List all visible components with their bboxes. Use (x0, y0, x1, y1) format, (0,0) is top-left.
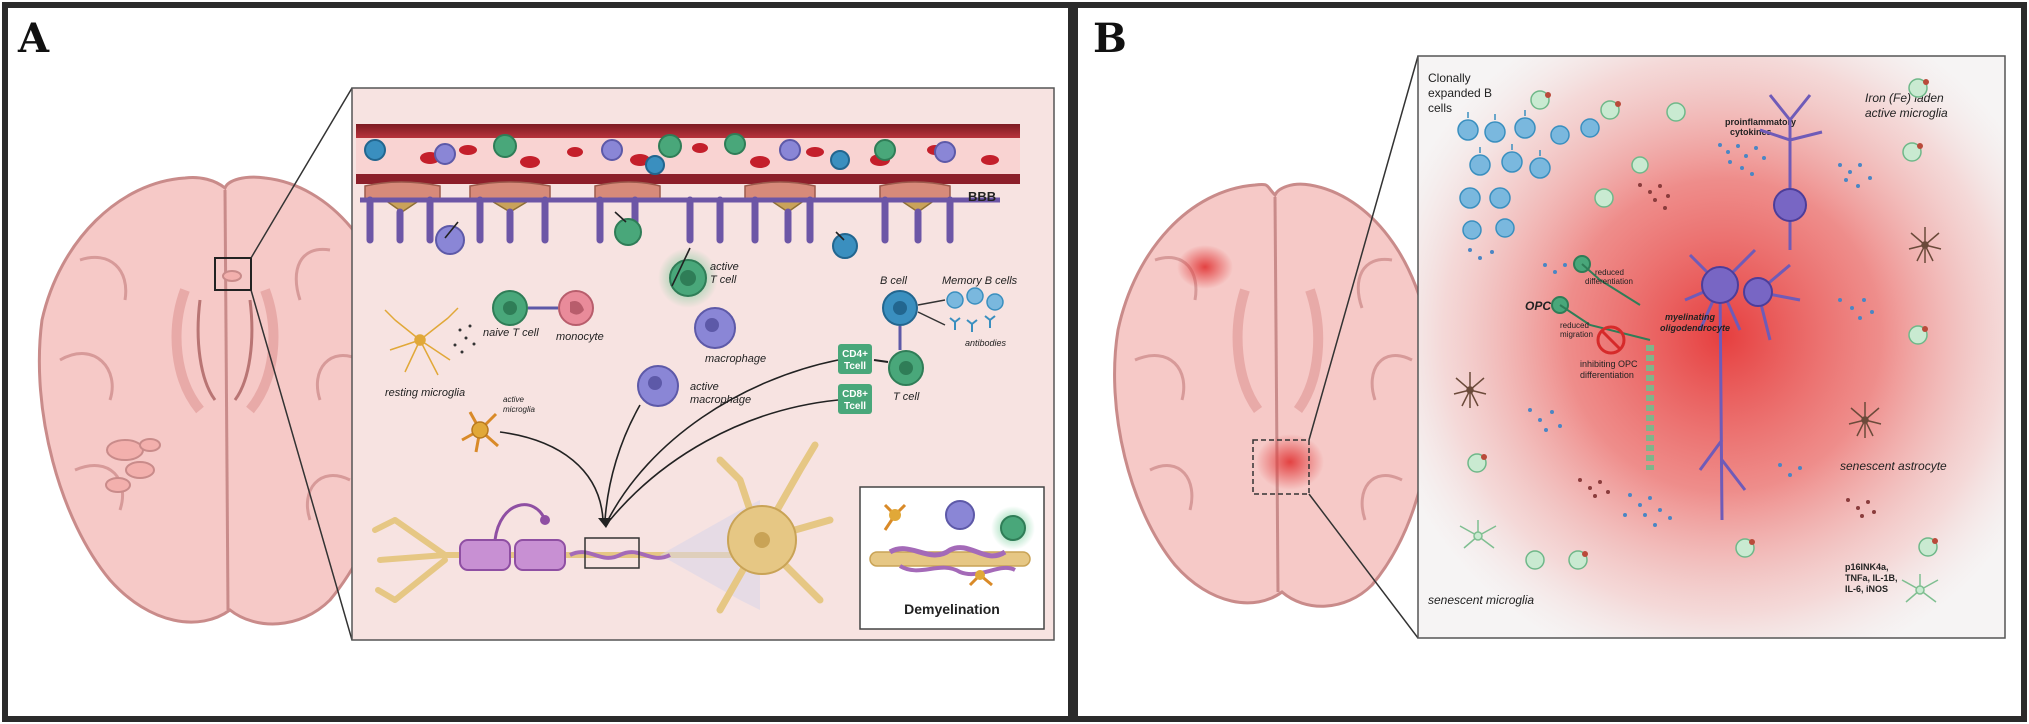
cytokines-label-2: cytokines (1730, 127, 1772, 137)
panel-b-letter: B (1093, 15, 1127, 62)
neuron-cells (1684, 94, 1823, 521)
opc-cells (1551, 255, 1654, 470)
active-microglia (461, 411, 499, 453)
active-macrophage-label: active (690, 381, 719, 393)
zoom-line-a-bottom (250, 289, 353, 641)
senescent-microglia-cells (1459, 520, 1939, 603)
myelinating-label: myelinating (1665, 312, 1716, 322)
senescent-microglia-label: senescent microglia (1428, 593, 1534, 607)
zoom-line-b-top (1308, 55, 1419, 441)
macrophage-label: macrophage (705, 353, 766, 365)
myelinating-label-2: oligodendrocyte (1660, 323, 1730, 333)
reduced-migration-label-2: migration (1560, 330, 1593, 339)
clonal-b-label-2: expanded B (1428, 86, 1492, 100)
cytokines-label: proinflammatory (1725, 117, 1796, 127)
brain-a-illustration (37, 175, 403, 626)
memory-b-cells (946, 287, 1004, 311)
clonal-b-label-3: cells (1428, 101, 1452, 115)
iron-microglia-label-2: active microglia (1865, 106, 1948, 120)
lesion-lower (1256, 434, 1324, 490)
lesion-upper (1177, 245, 1233, 289)
active-t-cell-label-2: T cell (710, 274, 737, 286)
clonal-b-label: Clonally (1428, 71, 1471, 85)
antibodies-label: antibodies (965, 338, 1007, 348)
arrow-heads (598, 518, 612, 528)
demyelination-label: Demyelination (904, 601, 1000, 617)
memory-b-cells-label: Memory B cells (942, 275, 1018, 287)
naive-t-cell-label: naive T cell (483, 327, 539, 339)
monocyte (558, 290, 594, 326)
brain-b-illustration (1113, 182, 1434, 608)
iron-microglia-label: Iron (Fe) laden (1865, 91, 1944, 105)
reduced-diff-label-2: differentiation (1585, 277, 1633, 286)
bbb-label: BBB (968, 189, 996, 204)
cd-arrow (873, 359, 889, 363)
naive-t-cell (492, 290, 528, 326)
microglia-dots (453, 324, 476, 354)
t-cell-cd (888, 350, 924, 386)
axon-zoom-box (584, 537, 640, 569)
cytokine-dots (1468, 143, 1876, 527)
converging-arrows (444, 211, 845, 521)
brain-b-zoom-box (1252, 439, 1310, 495)
t-cell-label: T cell (893, 391, 920, 403)
b-cell-arrows (917, 299, 946, 326)
resting-microglia (384, 307, 459, 376)
cd4-label: CD4+ (842, 349, 868, 360)
monocyte-label: monocyte (556, 331, 604, 343)
sasp-label-2: TNFa, IL-1B, (1845, 573, 1898, 583)
cd8-badge (838, 384, 872, 414)
active-t-cell (658, 248, 718, 308)
active-macrophage-label-2: macrophage (690, 394, 751, 406)
clonal-b-cells (1457, 110, 1600, 240)
cd8-label: CD8+ (842, 389, 868, 400)
senescent-astrocyte-label: senescent astrocyte (1840, 459, 1947, 473)
brain-a-zoom-box (214, 257, 252, 291)
blood-vessel (356, 124, 1020, 184)
reduced-diff-label: reduced (1595, 268, 1624, 277)
antibodies (949, 315, 996, 332)
inhibiting-label-2: differentiation (1580, 370, 1634, 380)
senescent-astrocytes (1453, 227, 1942, 438)
active-macrophage (637, 365, 679, 407)
endothelium-layer (360, 181, 1000, 244)
cd4-label-2: Tcell (844, 361, 866, 372)
iron-microglia-cells (1467, 78, 1938, 570)
active-t-cell-label: active (710, 261, 739, 273)
reduced-migration-label: reduced (1560, 321, 1589, 330)
resting-microglia-label: resting microglia (385, 387, 465, 399)
inhibiting-label: inhibiting OPC (1580, 359, 1638, 369)
b-cell (882, 290, 918, 326)
inhibit-symbol (1596, 325, 1626, 355)
sasp-label-1: p16INK4a, (1845, 562, 1889, 572)
cd8-label-2: Tcell (844, 401, 866, 412)
zoom-line-b-bottom (1308, 493, 1419, 639)
panel-a-letter: A (17, 15, 50, 62)
demyelination-scene (869, 500, 1035, 587)
neuron-axon (372, 441, 834, 614)
zoom-line-a-top (250, 87, 353, 259)
macrophage (694, 307, 736, 349)
sasp-label-3: IL-6, iNOS (1845, 584, 1888, 594)
cd4-badge (838, 344, 872, 374)
transmigrating-cells (435, 218, 858, 259)
active-microglia-label-2: microglia (503, 405, 536, 414)
opc-label: OPC (1525, 299, 1551, 313)
b-cell-label: B cell (880, 275, 907, 287)
active-microglia-label: active (503, 395, 524, 404)
